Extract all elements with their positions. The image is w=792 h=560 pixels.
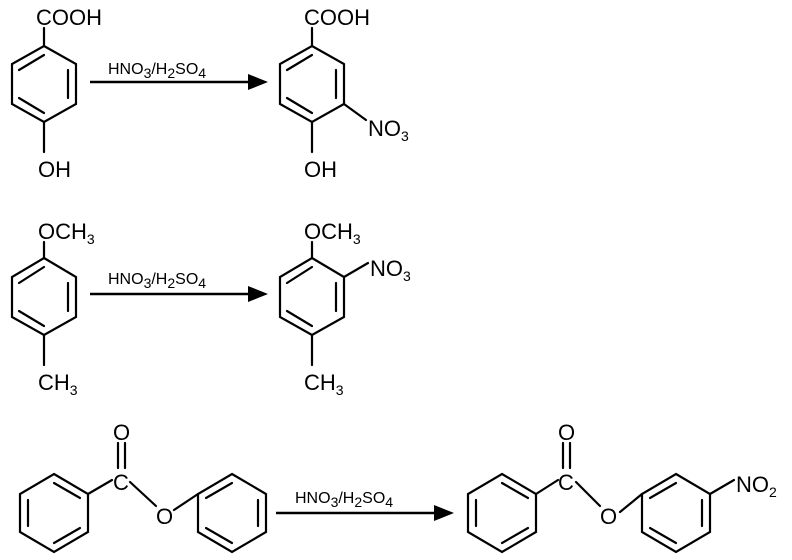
reactant-3-carbonyl-o-label: O: [113, 420, 130, 445]
reactant-3-structure: [18, 441, 268, 554]
reaction-3: O C O HNO3/H2SO4: [18, 420, 777, 554]
reaction-1-arrow: [90, 74, 268, 90]
product-1-bottom-label: OH: [304, 157, 337, 182]
product-2-structure: [278, 240, 370, 367]
reaction-3-arrow: [276, 505, 454, 521]
reactant-2-structure: [10, 240, 78, 367]
reaction-2-conditions: HNO3/H2SO4: [108, 271, 206, 291]
product-3-ester-o-label: O: [600, 504, 617, 529]
reactant-3-carbonyl-c-label: C: [113, 470, 129, 495]
product-2-top-label: OCH3: [304, 219, 361, 247]
reactant-2-top-label: OCH3: [38, 219, 95, 247]
reaction-2-arrow: [90, 286, 268, 302]
product-1-top-label: COOH: [304, 5, 370, 30]
reactant-2-bottom-label: CH3: [38, 370, 78, 398]
product-2-bottom-label: CH3: [304, 370, 344, 398]
product-1-substituent-label: NO3: [368, 116, 409, 144]
reactant-1-bottom-label: OH: [38, 157, 71, 182]
product-3-substituent-label: NO2: [736, 472, 777, 500]
product-3-carbonyl-o-label: O: [558, 420, 575, 445]
reaction-1-conditions: HNO3/H2SO4: [108, 61, 206, 81]
reactant-3-ester-o-label: O: [156, 504, 173, 529]
product-1-structure: [278, 26, 368, 154]
reactant-1-top-label: COOH: [36, 5, 102, 30]
reactant-1-structure: [10, 26, 78, 154]
reaction-1: COOH OH HNO3/H2SO4 COOH NO3 OH: [10, 5, 409, 182]
product-3-carbonyl-c-label: C: [558, 470, 574, 495]
product-2-substituent-label: NO3: [370, 256, 411, 284]
reaction-3-conditions: HNO3/H2SO4: [295, 490, 393, 510]
reaction-2: OCH3 CH3 HNO3/H2SO4 OCH3 NO3 CH3: [10, 219, 411, 398]
product-3-structure: [466, 441, 736, 554]
